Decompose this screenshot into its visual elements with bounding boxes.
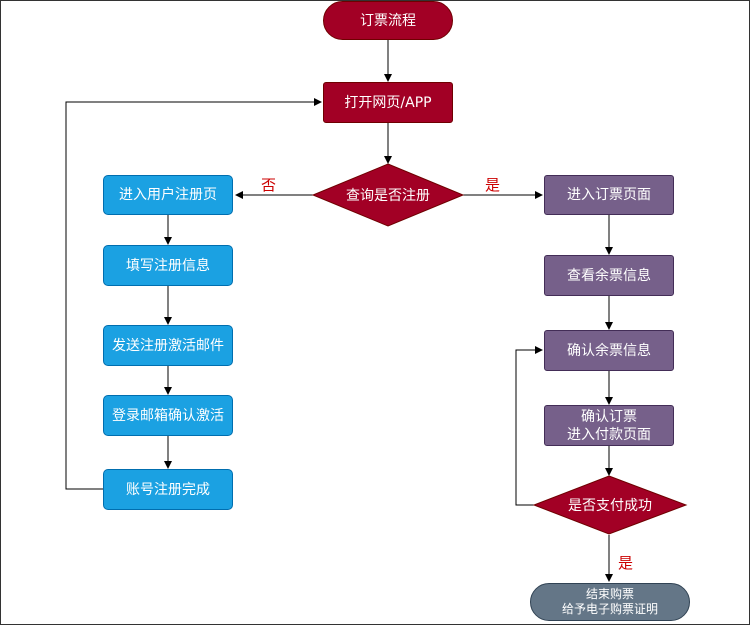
edge-fail-back-to-confirm [515,346,543,506]
confirm-booking-node: 确认订票 进入付款页面 [544,405,674,446]
end-node: 结束购票 给予电子购票证明 [530,583,690,621]
pay-success-label: 是否支付成功 [568,498,652,514]
enter-register-page-node: 进入用户注册页 [103,175,233,215]
edge-done-back-to-open [65,98,322,490]
open-app-node: 打开网页/APP [323,82,453,123]
confirm-remaining-node: 确认余票信息 [544,330,674,371]
view-remaining-node: 查看余票信息 [544,255,674,296]
decision-pay-success [532,475,688,535]
start-node: 订票流程 [323,1,453,40]
edge-label-no: 否 [261,176,277,194]
decision-check-registered [311,163,465,227]
edge-label-yes-pay: 是 [618,554,634,572]
register-done-node: 账号注册完成 [103,469,233,510]
edge-label-yes: 是 [485,176,501,194]
enter-booking-page-node: 进入订票页面 [544,175,674,215]
check-registered-label: 查询是否注册 [346,188,430,204]
login-mail-activate-node: 登录邮箱确认激活 [103,395,233,436]
send-activation-mail-node: 发送注册激活邮件 [103,325,233,366]
fill-register-info-node: 填写注册信息 [103,245,233,286]
